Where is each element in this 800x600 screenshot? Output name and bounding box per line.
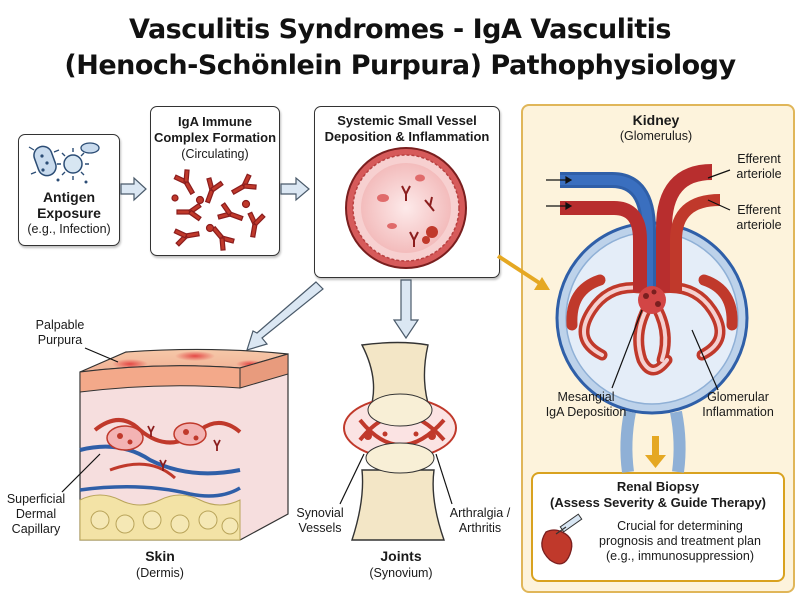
virus-icon xyxy=(56,142,100,184)
antigen-subtitle: (e.g., Infection) xyxy=(27,222,111,236)
biopsy-title-line1: Renal Biopsy xyxy=(616,479,700,494)
arrow-complex-to-deposition xyxy=(280,176,310,202)
skin-block-illustration xyxy=(61,347,289,541)
mesangial-label-line1: Mesangial xyxy=(557,390,615,404)
glomerular-label-line2: Inflammation xyxy=(702,405,774,419)
biopsy-title-line2: (Assess Severity & Guide Therapy) xyxy=(549,495,767,510)
synovial-vessels-label-line1: Synovial xyxy=(296,506,344,520)
skin-subtitle: (Dermis) xyxy=(136,566,184,580)
deposition-title-line2: Deposition & Inflammation xyxy=(324,129,490,144)
efferent-arteriole-label-2-line2: arteriole xyxy=(736,218,782,232)
iga-complex-icons xyxy=(171,169,266,251)
joints-subtitle: (Synovium) xyxy=(369,566,433,580)
biopsy-needle-icon xyxy=(541,513,583,565)
complex-subtitle: (Circulating) xyxy=(181,147,249,161)
arrow-deposition-to-skin xyxy=(246,281,324,351)
efferent-arteriole-label-1-line2: arteriole xyxy=(736,167,782,181)
glomerular-label-line1: Glomerular xyxy=(707,390,769,404)
efferent-arteriole-label-2-line1: Efferent xyxy=(737,203,781,217)
capillary-label-line3: Capillary xyxy=(11,522,61,536)
biopsy-desc-line1: Crucial for determining xyxy=(617,519,743,533)
complex-title-line2: Complex Formation xyxy=(153,130,277,145)
antigen-title-line1: Antigen xyxy=(42,189,96,205)
palpable-purpura-label-line1: Palpable xyxy=(35,318,85,332)
diagram-title-line2: (Henoch-Schönlein Purpura) Pathophysiolo… xyxy=(64,50,736,81)
arrow-kidney-to-biopsy xyxy=(645,436,666,468)
arthralgia-label-line1: Arthralgia / xyxy=(449,506,511,520)
joint-illustration xyxy=(339,341,457,541)
complex-title-line1: IgA Immune xyxy=(178,114,252,129)
skin-title: Skin xyxy=(145,548,175,564)
kidney-subtitle: (Glomerulus) xyxy=(619,129,693,143)
glomerulus-illustration xyxy=(546,164,749,473)
deposition-title-line1: Systemic Small Vessel xyxy=(337,113,477,128)
biopsy-desc-line3: (e.g., immunosuppression) xyxy=(606,549,754,563)
bacteria-icon xyxy=(28,145,60,177)
mesangial-label-line2: IgA Deposition xyxy=(545,405,627,419)
arthralgia-label-line2: Arthritis xyxy=(458,521,502,535)
antigen-box xyxy=(18,134,120,246)
efferent-arteriole-label-1-line1: Efferent xyxy=(737,152,781,166)
palpable-purpura-label-line2: Purpura xyxy=(37,333,83,347)
arrow-antigen-to-complex xyxy=(120,176,147,202)
biopsy-desc-line2: prognosis and treatment plan xyxy=(599,534,761,548)
joints-title: Joints xyxy=(380,548,422,564)
biopsy-box xyxy=(531,472,785,582)
capillary-label-line2: Dermal xyxy=(15,507,57,521)
arrow-deposition-to-kidney xyxy=(496,254,550,290)
vessel-cross-section xyxy=(345,147,467,269)
capillary-label-line1: Superficial xyxy=(6,492,66,506)
antigen-title-line2: Exposure xyxy=(37,205,101,221)
diagram-title-line1: Vasculitis Syndromes - IgA Vasculitis xyxy=(129,14,671,45)
synovial-vessels-label-line2: Vessels xyxy=(298,521,342,535)
arrow-deposition-to-joints xyxy=(392,279,420,340)
kidney-title: Kidney xyxy=(632,112,680,128)
